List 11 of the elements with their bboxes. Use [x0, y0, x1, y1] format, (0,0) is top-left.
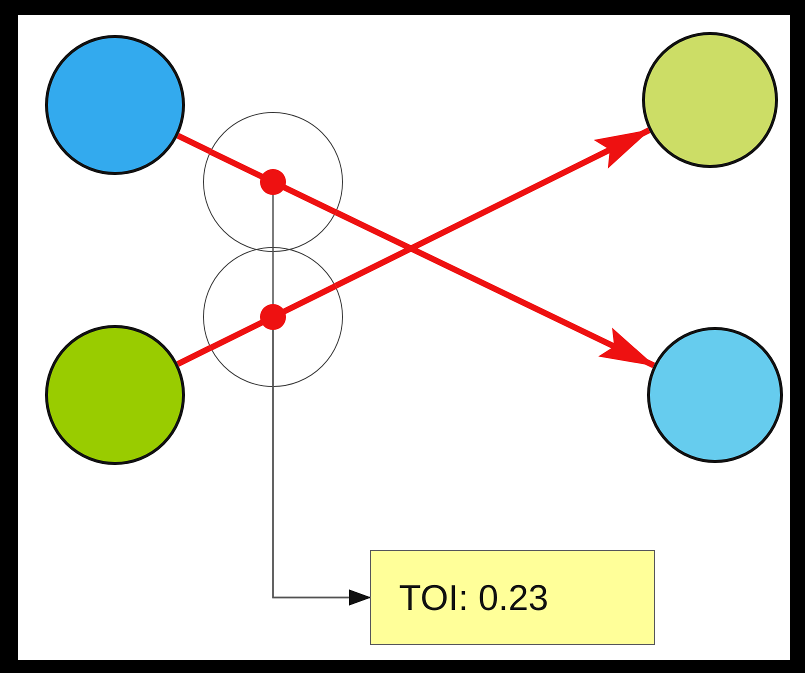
outline-circle [203, 112, 343, 252]
value-label: TOI: 0.23 [398, 576, 548, 618]
filled-circle [45, 325, 185, 465]
leader-arrow [272, 387, 371, 606]
filled-circle [642, 32, 778, 168]
outline-circle [203, 247, 343, 387]
filled-circle [45, 35, 185, 175]
label-box [370, 550, 655, 645]
arrow [334, 128, 651, 289]
filled-circle [647, 327, 783, 463]
arrow [334, 210, 656, 368]
